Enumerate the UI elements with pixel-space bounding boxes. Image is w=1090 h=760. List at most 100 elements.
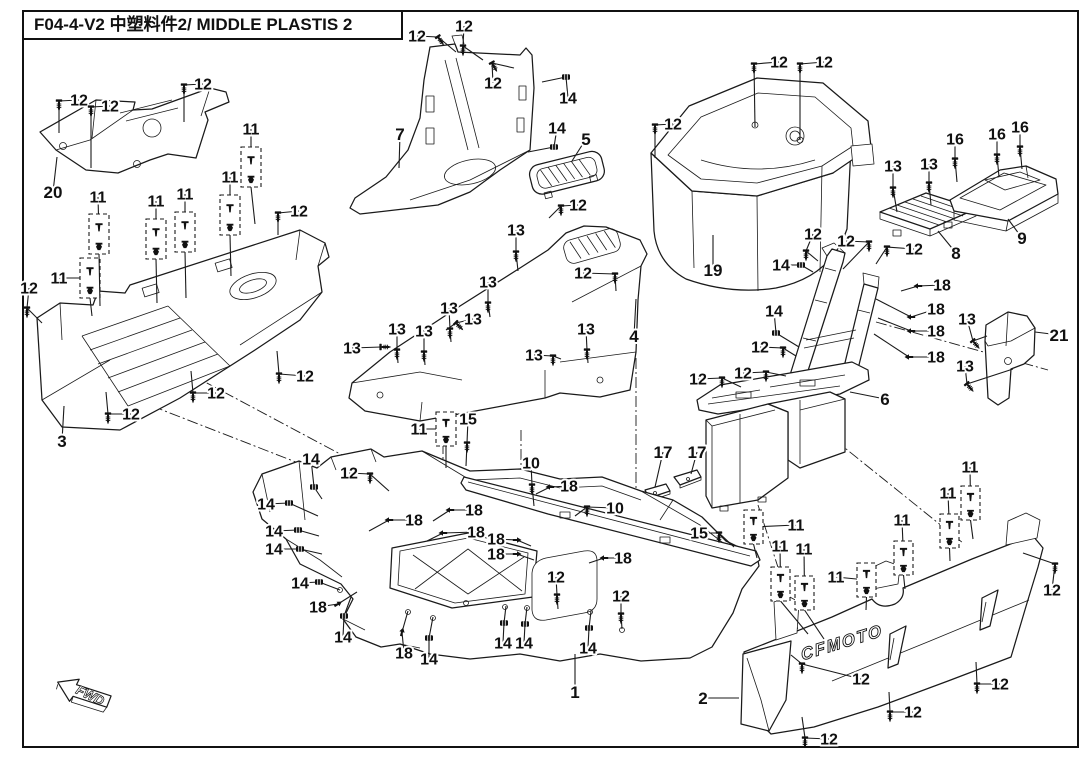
- callout-number: 13: [577, 322, 595, 339]
- callout-number: 12: [70, 93, 88, 110]
- screw-icon: [378, 343, 392, 351]
- callout-number: 12: [820, 732, 838, 749]
- callout-14: 14: [541, 73, 579, 110]
- callout-13: 13: [523, 346, 562, 367]
- callout-13: 13: [505, 221, 527, 272]
- callout-12: 12: [886, 691, 924, 724]
- callout-12: 12: [973, 661, 1011, 696]
- callout-number: 13: [464, 312, 482, 329]
- callout-13: 13: [445, 310, 484, 333]
- callout-16: 16: [986, 125, 1008, 178]
- callout-18: 18: [368, 511, 425, 532]
- callout-number: 14: [772, 258, 790, 275]
- callout-12: 12: [18, 279, 43, 324]
- callout-number: 18: [395, 646, 413, 663]
- part-number: 7: [395, 125, 404, 144]
- part-number: 1: [570, 683, 579, 702]
- callout-14: 14: [513, 606, 535, 655]
- part-20-skid-plate: [39, 87, 230, 174]
- clip-fastener-icon: [960, 485, 981, 521]
- callout-number: 11: [90, 190, 107, 207]
- part-label-21: 21: [1034, 324, 1070, 347]
- clip-fastener-icon: [794, 575, 815, 611]
- part-9-step-cover: [949, 165, 1059, 232]
- clip-nut-icon: [796, 261, 806, 269]
- callout-number: 18: [465, 503, 483, 520]
- callout-number: 12: [20, 281, 38, 298]
- part-number: 8: [951, 244, 960, 263]
- callout-number: 14: [265, 524, 283, 541]
- screw-icon: [512, 249, 520, 263]
- clip-fastener-icon: [79, 257, 101, 299]
- callout-11: 11: [240, 120, 262, 225]
- callout-16: 16: [1009, 118, 1031, 170]
- screw-icon: [1016, 144, 1024, 158]
- callout-number: 11: [940, 486, 957, 503]
- callout-number: 18: [487, 532, 505, 549]
- part-2-rocker-panel: CFMOTO: [740, 512, 1044, 735]
- part-number: 21: [1050, 326, 1069, 345]
- callout-11: 11: [743, 509, 807, 559]
- callout-number: 11: [411, 422, 428, 439]
- callout-12: 12: [572, 264, 619, 292]
- screw-icon: [189, 390, 197, 404]
- callout-18: 18: [900, 276, 953, 297]
- clip-fastener-icon: [856, 562, 877, 598]
- part-19-storage-box: [650, 77, 875, 292]
- callout-number: 11: [796, 542, 813, 559]
- clip-fastener-icon: [743, 509, 764, 545]
- callout-number: 14: [257, 497, 275, 514]
- callout-14: 14: [263, 540, 323, 561]
- part-label-3: 3: [55, 405, 69, 453]
- part-7-inner-panel: [349, 34, 535, 215]
- callout-number: 13: [920, 157, 938, 174]
- part-label-1: 1: [568, 654, 582, 704]
- callout-14: 14: [263, 522, 320, 543]
- screw-icon: [651, 122, 659, 136]
- callout-12: 12: [750, 53, 790, 128]
- callout-number: 12: [734, 366, 752, 383]
- callout-15: 15: [457, 410, 479, 467]
- part-4-console-panel: [348, 225, 648, 422]
- callout-10: 10: [520, 454, 542, 507]
- callout-number: 12: [689, 372, 707, 389]
- clip-fastener-icon: [770, 566, 791, 602]
- callout-12: 12: [651, 115, 684, 158]
- callout-number: 12: [547, 570, 565, 587]
- part-label-19: 19: [702, 235, 724, 282]
- callout-number: 14: [265, 542, 283, 559]
- callout-number: 18: [927, 350, 945, 367]
- callout-12: 12: [732, 364, 787, 385]
- callout-number: 11: [51, 271, 68, 288]
- callout-13: 13: [413, 322, 435, 366]
- callout-number: 14: [291, 576, 309, 593]
- callout-number: 12: [207, 386, 225, 403]
- callout-number: 13: [388, 322, 406, 339]
- callout-11: 11: [409, 411, 457, 468]
- part-label-17: 17: [686, 441, 708, 475]
- page-frame: [22, 10, 1079, 748]
- callout-11: 11: [938, 484, 960, 562]
- part-number: 5: [581, 130, 590, 149]
- clip-fastener-icon: [219, 194, 241, 236]
- callout-number: 12: [770, 55, 788, 72]
- screw-icon: [925, 180, 933, 194]
- clip-fastener-icon: [435, 411, 457, 447]
- callout-10: 10: [574, 499, 626, 520]
- part-number: 2: [698, 689, 707, 708]
- callout-11: 11: [219, 168, 241, 277]
- screw-icon: [951, 156, 959, 170]
- callout-number: 12: [991, 677, 1009, 694]
- callout-number: 18: [927, 302, 945, 319]
- callout-11: 11: [145, 192, 167, 304]
- callout-number: 13: [479, 275, 497, 292]
- part-number: 4: [629, 327, 639, 346]
- callout-12: 12: [482, 59, 515, 95]
- callout-14: 14: [492, 605, 514, 655]
- callout-14: 14: [770, 256, 814, 277]
- part-21-side-guard: [984, 311, 1036, 406]
- part-number: 3: [57, 432, 66, 451]
- callout-18: 18: [877, 317, 947, 343]
